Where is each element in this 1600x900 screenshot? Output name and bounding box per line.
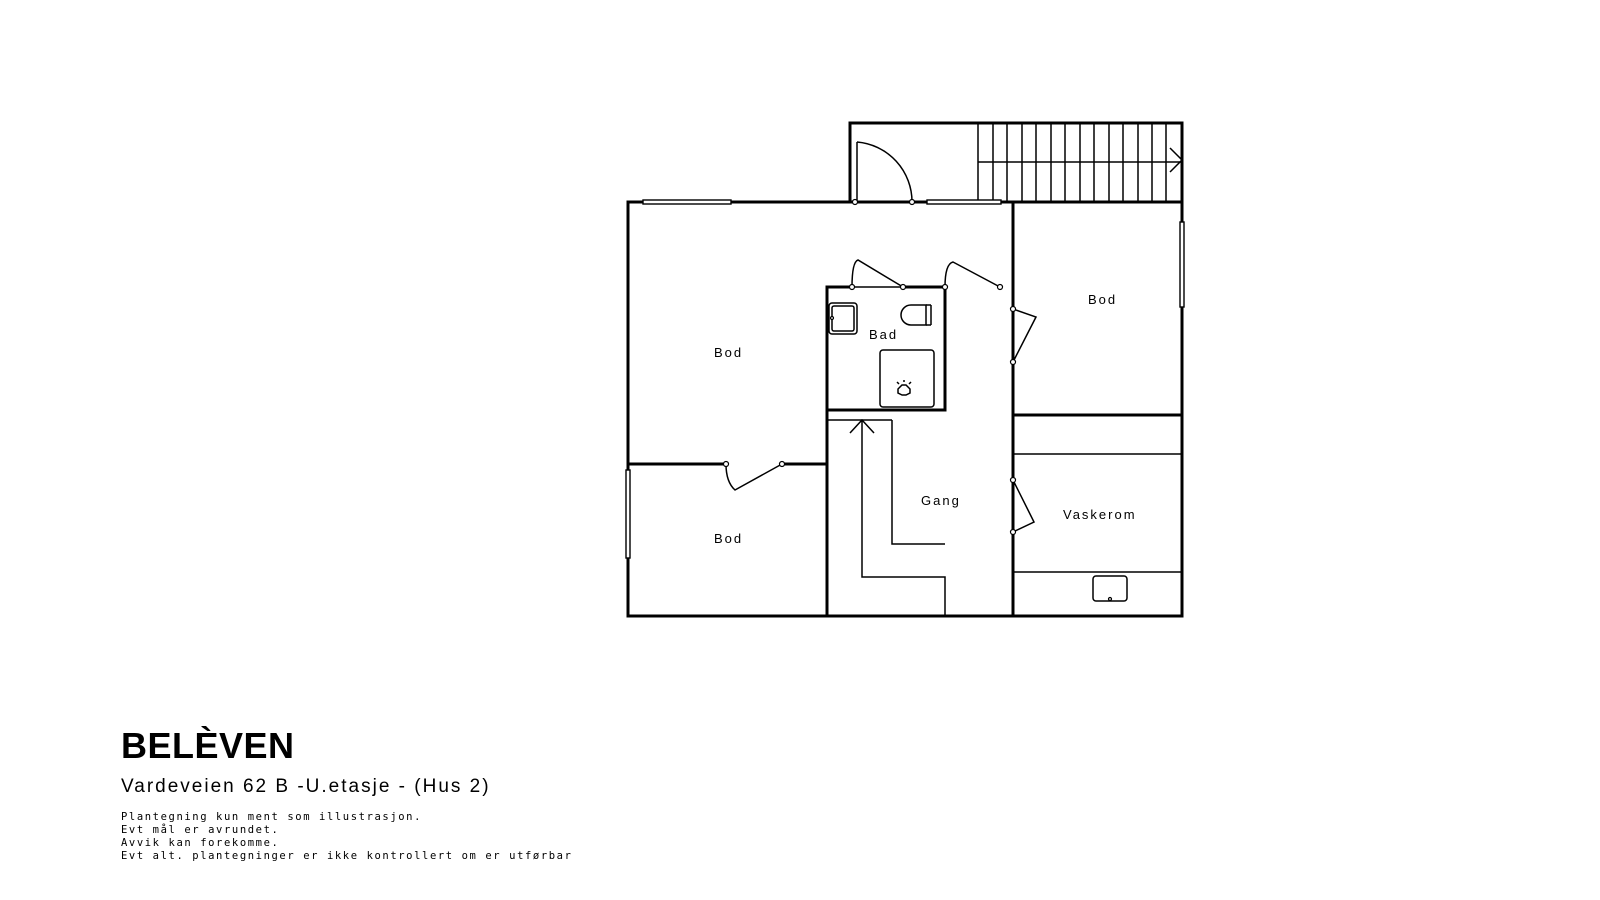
staircase: [977, 123, 1184, 202]
disclaimer: Plantegning kun ment som illustrasjon. E…: [121, 811, 573, 863]
gang-top-door: [941, 261, 1004, 291]
laundry-sink: [1092, 575, 1128, 602]
window-left: [625, 469, 631, 559]
interior-walls: [626, 200, 1184, 618]
room-label-vaskerom: Vaskerom: [1063, 507, 1137, 522]
room-labels: Bod Bod Bad Bod Gang Vaskerom: [714, 292, 1137, 546]
entrance-door: [851, 141, 916, 206]
room-label-bod-top-left: Bod: [714, 345, 743, 360]
disclaimer-line: Evt mål er avrundet.: [121, 824, 280, 836]
bathroom-fixtures: [828, 302, 935, 408]
room-label-gang: Gang: [921, 493, 961, 508]
window-top-middle: [926, 199, 1002, 205]
address-heading: Vardeveien 62 B -U.etasje - (Hus 2): [121, 776, 491, 797]
windows: [625, 199, 1185, 559]
brand-logo: BELÈVEN: [121, 725, 295, 766]
bod-bottom-left-door: [722, 460, 786, 491]
vaskerom-door: [1009, 476, 1036, 536]
interior-stair: [827, 418, 946, 616]
bad-door: [848, 259, 907, 291]
window-right: [1179, 221, 1185, 308]
shower-icon: [879, 349, 935, 408]
room-label-bod-right: Bod: [1088, 292, 1117, 307]
bod-right-door: [1009, 305, 1038, 366]
sink-icon: [828, 302, 858, 335]
room-label-bod-bottom-left: Bod: [714, 531, 743, 546]
disclaimer-line: Avvik kan forekomme.: [121, 837, 280, 849]
outer-walls: [626, 121, 1184, 618]
doors: [722, 141, 1038, 536]
room-label-bad: Bad: [869, 327, 898, 342]
disclaimer-line: Plantegning kun ment som illustrasjon.: [121, 811, 423, 823]
toilet-icon: [900, 304, 927, 326]
disclaimer-line: Evt alt. plantegninger er ikke kontrolle…: [121, 850, 573, 862]
window-top-left: [642, 199, 732, 205]
